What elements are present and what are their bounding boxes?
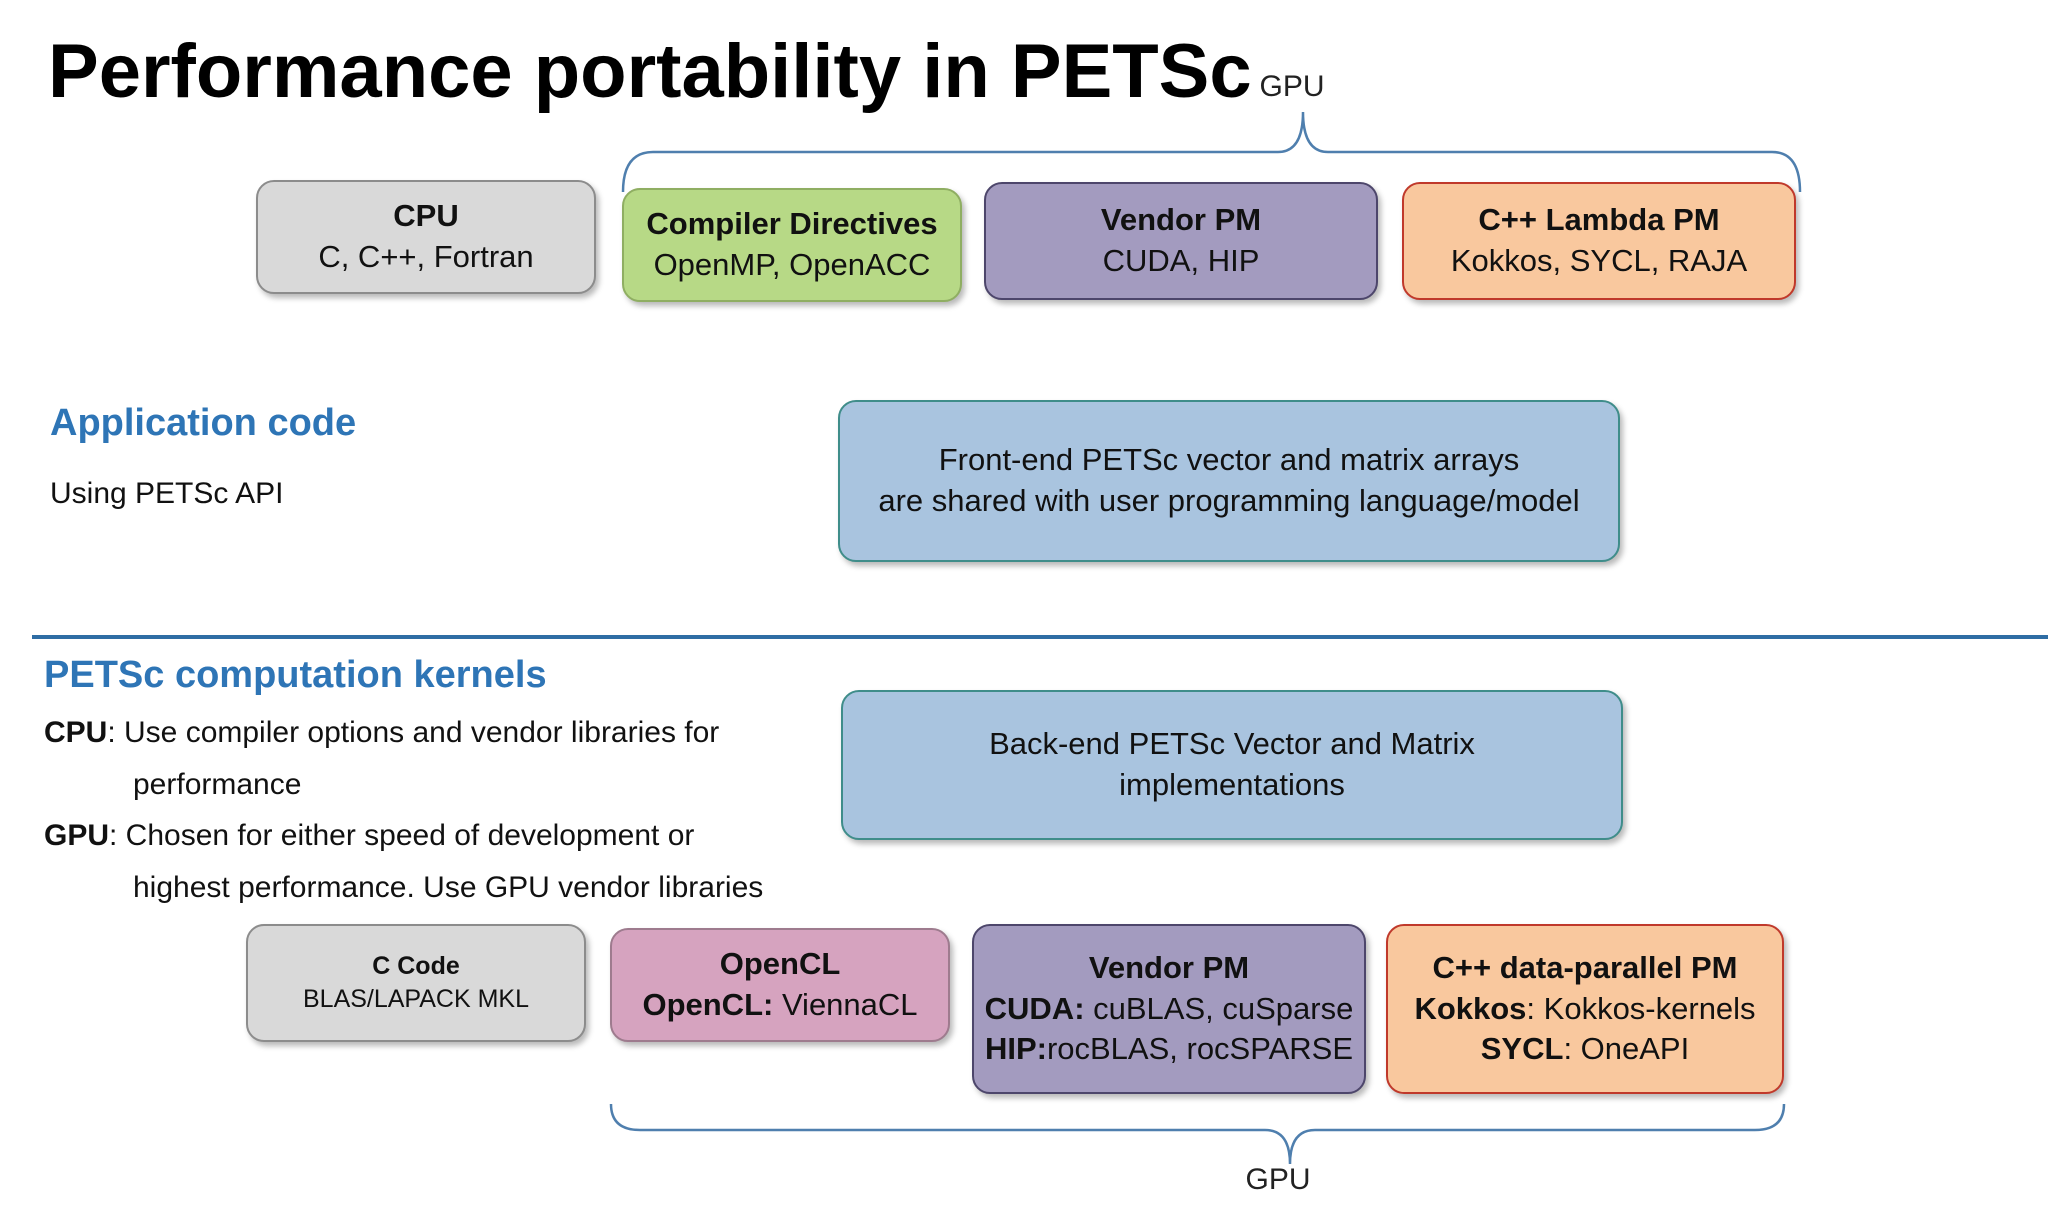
kernels-cpu-label: CPU	[44, 716, 108, 749]
c-code-box: C Code BLAS/LAPACK MKL	[246, 924, 586, 1042]
opencl-lib-value: ViennaCL	[773, 987, 918, 1022]
sycl-line: SYCL: OneAPI	[1481, 1029, 1689, 1070]
top-gpu-brace	[621, 111, 1802, 193]
back-end-line2: implementations	[1119, 767, 1345, 802]
application-code-text: Using PETSc API	[50, 477, 284, 510]
cpp-data-parallel-pm-box: C++ data-parallel PM Kokkos: Kokkos-kern…	[1386, 924, 1784, 1094]
hip-libraries: rocBLAS, rocSPARSE	[1046, 1031, 1354, 1067]
page-title: Performance portability in PETSc	[48, 29, 1252, 114]
opencl-lib-label: OpenCL:	[642, 987, 774, 1022]
kokkos-line: Kokkos: Kokkos-kernels	[1414, 989, 1755, 1030]
compiler-directives-box: Compiler Directives OpenMP, OpenACC	[622, 188, 962, 302]
sycl-libraries: : OneAPI	[1563, 1031, 1690, 1067]
cpp-data-parallel-pm-title: C++ data-parallel PM	[1432, 949, 1738, 985]
bottom-vendor-cuda-line: CUDA: cuBLAS, cuSparse	[985, 989, 1354, 1030]
cuda-libraries: cuBLAS, cuSparse	[1084, 990, 1354, 1026]
opencl-title: OpenCL	[719, 946, 841, 982]
vendor-pm-options: CUDA, HIP	[1102, 243, 1260, 278]
kokkos-libraries: : Kokkos-kernels	[1526, 990, 1756, 1026]
cpp-lambda-pm-box: C++ Lambda PM Kokkos, SYCL, RAJA	[1402, 182, 1796, 300]
back-end-line1: Back-end PETSc Vector and Matrix	[989, 726, 1475, 762]
cuda-label: CUDA:	[984, 990, 1085, 1026]
front-end-line2: are shared with user programming languag…	[878, 483, 1580, 518]
c-code-title: C Code	[372, 952, 460, 980]
top-gpu-label: GPU	[1259, 70, 1325, 103]
cpu-box-title: CPU	[393, 198, 459, 234]
compiler-directives-title: Compiler Directives	[646, 206, 938, 242]
c-code-libraries: BLAS/LAPACK MKL	[302, 985, 530, 1013]
kernels-cpu-line1: CPU: Use compiler options and vendor lib…	[44, 716, 719, 750]
compiler-directives-options: OpenMP, OpenACC	[653, 247, 931, 282]
application-code-heading: Application code	[50, 402, 357, 444]
front-end-box: Front-end PETSc vector and matrix arrays…	[838, 400, 1620, 562]
front-end-line1: Front-end PETSc vector and matrix arrays	[938, 442, 1520, 478]
cpu-box-languages: C, C++, Fortran	[318, 239, 534, 274]
opencl-box: OpenCL OpenCL: ViennaCL	[610, 928, 950, 1042]
vendor-pm-title: Vendor PM	[1100, 202, 1262, 238]
cpu-box: CPU C, C++, Fortran	[256, 180, 596, 294]
section-divider	[32, 635, 2048, 639]
cpp-lambda-pm-options: Kokkos, SYCL, RAJA	[1450, 243, 1748, 278]
computation-kernels-heading: PETSc computation kernels	[44, 654, 547, 696]
opencl-libraries: OpenCL: ViennaCL	[642, 985, 917, 1026]
kernels-gpu-line1: GPU: Chosen for either speed of developm…	[44, 819, 694, 853]
hip-label: HIP:	[984, 1031, 1047, 1067]
bottom-vendor-pm-title: Vendor PM	[1088, 949, 1250, 985]
kernels-gpu-line2: highest performance. Use GPU vendor libr…	[133, 871, 764, 904]
sycl-label: SYCL	[1480, 1031, 1564, 1067]
kokkos-label: Kokkos	[1414, 990, 1527, 1026]
bottom-gpu-label: GPU	[1245, 1163, 1311, 1196]
kernels-gpu-label: GPU	[44, 819, 110, 852]
cpp-lambda-pm-title: C++ Lambda PM	[1478, 202, 1720, 238]
kernels-cpu-line2: performance	[133, 768, 302, 801]
vendor-pm-box: Vendor PM CUDA, HIP	[984, 182, 1378, 300]
kernels-gpu-text: : Chosen for either speed of development…	[109, 819, 695, 852]
bottom-vendor-pm-box: Vendor PM CUDA: cuBLAS, cuSparse HIP:roc…	[972, 924, 1366, 1094]
back-end-box: Back-end PETSc Vector and Matrix impleme…	[841, 690, 1623, 840]
kernels-cpu-text: : Use compiler options and vendor librar…	[107, 716, 720, 749]
bottom-vendor-hip-line: HIP:rocBLAS, rocSPARSE	[985, 1029, 1353, 1070]
